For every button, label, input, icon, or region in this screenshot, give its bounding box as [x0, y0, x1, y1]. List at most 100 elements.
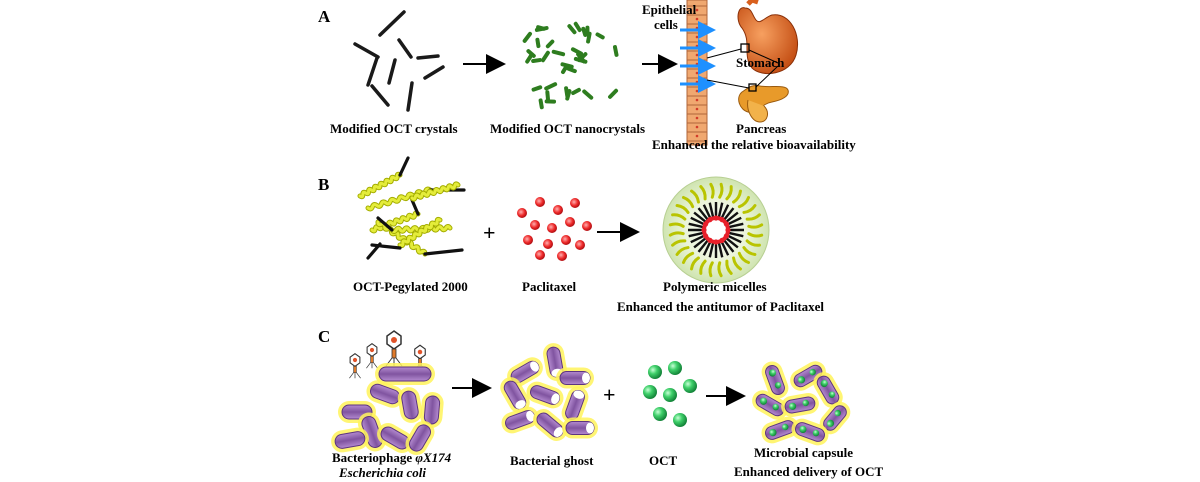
paclitaxel-molecule — [543, 239, 553, 249]
paclitaxel-molecule — [570, 198, 580, 208]
oct-sphere — [683, 379, 697, 393]
ecoli-cell — [375, 363, 435, 385]
micelle-peg — [718, 182, 724, 199]
paclitaxel-molecule — [565, 217, 575, 227]
paclitaxel-molecule — [561, 235, 571, 245]
nanocrystal — [544, 82, 558, 91]
cell-nucleus — [695, 53, 699, 57]
plus-c: + — [603, 382, 616, 407]
paclitaxel-molecule — [582, 221, 592, 231]
oct-sphere — [668, 361, 682, 375]
panel-b-outcome: Enhanced the antitumor of Paclitaxel — [617, 299, 824, 314]
micelle-peg — [668, 222, 685, 228]
cell-nucleus — [695, 35, 699, 39]
oct-nanocrystals — [522, 21, 619, 110]
nanocrystal — [545, 90, 550, 102]
ghost-cell — [556, 367, 594, 389]
micelle-peg — [725, 259, 733, 275]
nanocrystal — [551, 49, 566, 57]
micelle-drug — [707, 237, 713, 243]
pegylated-label: OCT-Pegylated 2000 — [353, 279, 468, 294]
capsule-cargo — [797, 376, 806, 384]
capsule-cargo — [820, 379, 828, 388]
peg-helix-core — [358, 172, 402, 199]
cell-nucleus — [695, 17, 699, 21]
capsule-label: Microbial capsule — [754, 445, 853, 460]
phage-dna — [391, 337, 397, 343]
paclitaxel-label: Paclitaxel — [522, 279, 577, 294]
bacterial-ghost-cells — [500, 343, 598, 441]
peg-helix-core — [398, 217, 442, 248]
peg-helix-core — [366, 187, 432, 211]
micelle-drug — [719, 217, 725, 223]
micelle-peg — [732, 256, 742, 271]
micelle-core — [702, 216, 730, 244]
peg-helix-core — [376, 220, 427, 256]
capsule-cargo — [772, 403, 779, 411]
stomach-label: Stomach — [736, 55, 785, 70]
epithelial-label-2: cells — [654, 17, 678, 32]
cell-nucleus — [695, 143, 699, 147]
oct-label: OCT — [649, 453, 678, 468]
phage-tail — [353, 366, 357, 373]
phage-2 — [366, 343, 378, 369]
paclitaxel-molecule — [553, 205, 563, 215]
ghost-cell — [562, 417, 598, 439]
pancreas-icon — [738, 83, 789, 123]
micelle-drug — [723, 233, 729, 239]
cell-nucleus — [695, 89, 699, 93]
bacterium-body — [378, 366, 432, 382]
phage-dna — [352, 357, 358, 363]
nanocrystal — [531, 85, 543, 92]
micelle-peg — [732, 189, 742, 204]
oct-sphere — [643, 385, 657, 399]
panel-a-outcome: Enhanced the relative bioavailability — [652, 137, 856, 152]
panel-c-outcome: Enhanced delivery of OCT — [734, 464, 883, 479]
cell-nucleus — [695, 134, 699, 138]
ecoli-cell — [366, 380, 404, 408]
peg-helix — [357, 171, 403, 200]
nanocrystal — [538, 98, 544, 110]
crystals-label: Modified OCT crystals — [330, 121, 458, 136]
micelle-peg — [681, 195, 695, 209]
absorption-arrows — [680, 21, 716, 93]
paclitaxel-molecule — [517, 208, 527, 218]
paclitaxel-molecule — [547, 223, 557, 233]
peg-helix — [365, 186, 433, 212]
micelle-peg — [690, 189, 700, 204]
phage-dna — [369, 347, 375, 353]
capsule-cargo — [834, 409, 842, 417]
capsule-cargo — [774, 382, 782, 389]
nanocrystal — [535, 37, 541, 49]
plus-b: + — [483, 220, 496, 245]
peg-helix — [409, 181, 461, 202]
capsule-cargo — [826, 419, 835, 427]
capsule-cargo — [812, 429, 820, 437]
pancreas-leader-2 — [755, 65, 779, 88]
phage-legs — [349, 372, 361, 379]
capsule-cell — [752, 390, 788, 420]
capsule-cargo — [828, 391, 836, 398]
bacterium-opening — [586, 422, 594, 434]
nanocrystal — [581, 26, 588, 37]
nanocrystal — [536, 25, 546, 31]
micelle-peg — [681, 251, 695, 265]
micelle-peg — [737, 195, 751, 209]
oct-rod — [423, 248, 464, 256]
microbial-capsule-cells — [752, 361, 851, 446]
cell-nucleus — [695, 98, 699, 102]
phage-3 — [385, 330, 403, 367]
nanocrystal — [608, 88, 619, 99]
capsule-cell — [781, 393, 819, 417]
cell-nucleus — [695, 71, 699, 75]
epithelial-label-1: Epithelial — [642, 2, 697, 17]
micelle-drug — [703, 233, 709, 239]
oct-rod — [370, 243, 402, 250]
ecoli-cell — [420, 392, 444, 428]
capsule-cell — [761, 361, 789, 399]
micelle-peg — [671, 239, 687, 247]
micelle-drug — [703, 221, 709, 227]
micelle-peg — [708, 261, 714, 278]
paclitaxel-molecule — [557, 251, 567, 261]
